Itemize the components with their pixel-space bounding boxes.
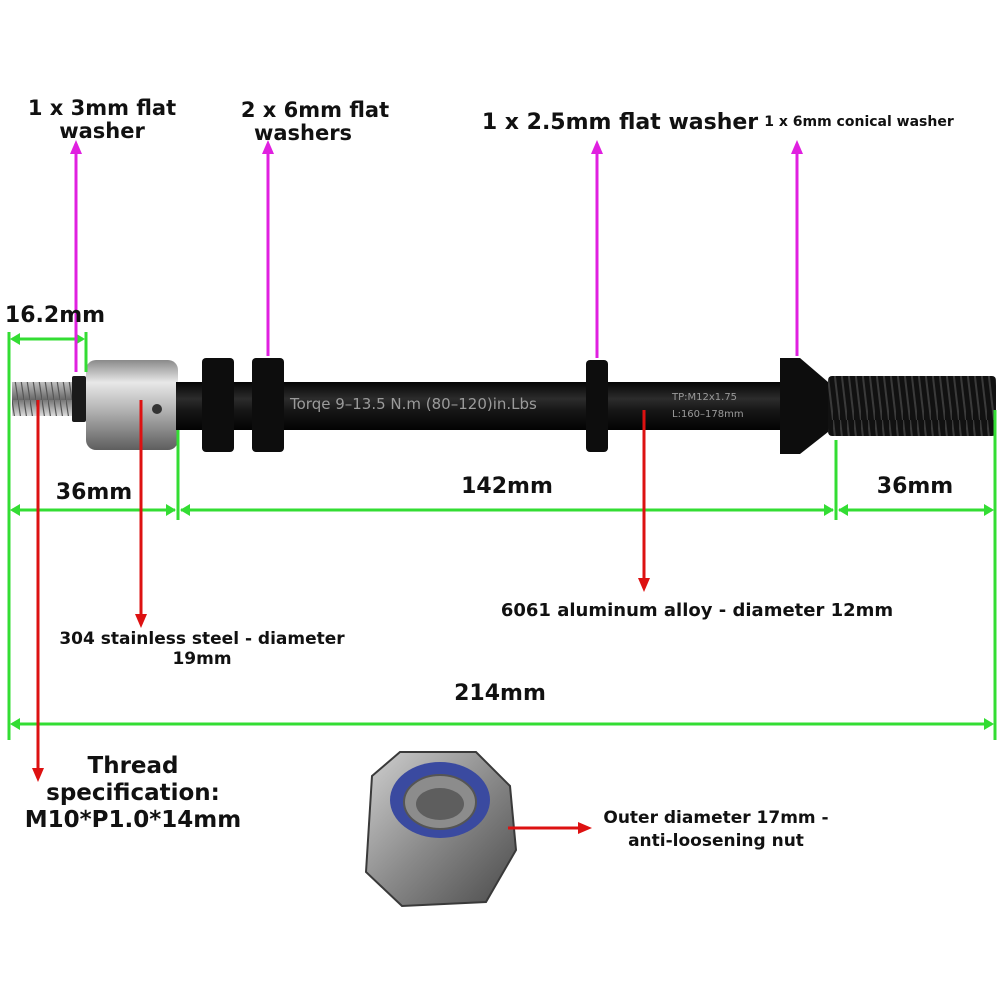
- washer-3mm: [72, 376, 86, 422]
- label-nut-1: Outer diameter 17mm -: [603, 808, 828, 828]
- callout-steel-arrow: [135, 614, 147, 628]
- label-steel-2: 19mm: [172, 649, 231, 669]
- label-dim-36-left: 36mm: [56, 480, 132, 505]
- dim-214-arrow-l: [10, 718, 20, 730]
- label-washer-3mm-1: 1 x 3mm flat: [28, 96, 176, 120]
- dimension-lines: [7, 332, 997, 740]
- black-shaft: [176, 382, 836, 430]
- dim-142-arrow-r: [824, 504, 834, 516]
- sleeve-screw: [152, 404, 162, 414]
- engraving-torque: Torqe 9–13.5 N.m (80–120)in.Lbs: [289, 395, 537, 413]
- label-washer-3mm-2: washer: [59, 119, 145, 143]
- washer-6mm-a: [202, 358, 234, 452]
- engraving-tp: TP:M12x1.75: [671, 392, 737, 403]
- nut-hole: [416, 788, 464, 820]
- label-washer-6mm-1: 2 x 6mm flat: [241, 98, 389, 122]
- washer-2-5mm: [586, 360, 608, 452]
- callout-conical-arrow: [791, 140, 803, 154]
- callout-3mm-arrow: [70, 140, 82, 154]
- dim-214-arrow-r: [984, 718, 994, 730]
- callout-nut-arrow: [578, 822, 592, 834]
- dim-36-right-arrow-r: [984, 504, 994, 516]
- dim-36-right-arrow-l: [838, 504, 848, 516]
- label-washer-conical: 1 x 6mm conical washer: [764, 114, 954, 130]
- label-aluminum: 6061 aluminum alloy - diameter 12mm: [501, 600, 893, 621]
- dim-36-left-arrow-l: [10, 504, 20, 516]
- callout-aluminum-arrow: [638, 578, 650, 592]
- washer-conical: [780, 358, 828, 454]
- material-callouts: [32, 400, 650, 834]
- right-thread: [828, 376, 996, 436]
- lock-nut: [364, 751, 518, 908]
- steel-sleeve: [86, 360, 178, 450]
- label-dim-142: 142mm: [461, 474, 553, 499]
- label-thread-1: Thread: [88, 753, 179, 779]
- engraving-length: L:160–178mm: [672, 409, 744, 420]
- dim-16-2-arrow-l: [10, 333, 20, 345]
- washer-6mm-b: [252, 358, 284, 452]
- label-washer-2-5mm: 1 x 2.5mm flat washer: [482, 110, 758, 135]
- label-dim-16-2: 16.2mm: [5, 303, 105, 328]
- callout-thread-arrow: [32, 768, 44, 782]
- label-washer-6mm-2: washers: [254, 121, 352, 145]
- labels: 1 x 3mm flat washer 2 x 6mm flat washers…: [5, 96, 954, 851]
- dim-36-left-arrow-r: [166, 504, 176, 516]
- label-thread-3: M10*P1.0*14mm: [25, 807, 242, 833]
- axle-assembly: Torqe 9–13.5 N.m (80–120)in.Lbs TP:M12x1…: [12, 358, 996, 454]
- label-dim-36-right: 36mm: [877, 474, 953, 499]
- label-dim-214: 214mm: [454, 681, 546, 706]
- callout-6mm-arrow: [262, 140, 274, 154]
- callout-2-5mm-arrow: [591, 140, 603, 154]
- label-thread-2: specification:: [46, 780, 220, 806]
- label-nut-2: anti-loosening nut: [628, 831, 804, 851]
- left-thread: [12, 382, 74, 416]
- washer-callouts: [70, 140, 803, 372]
- dim-142-arrow-l: [180, 504, 190, 516]
- label-steel-1: 304 stainless steel - diameter: [59, 629, 345, 649]
